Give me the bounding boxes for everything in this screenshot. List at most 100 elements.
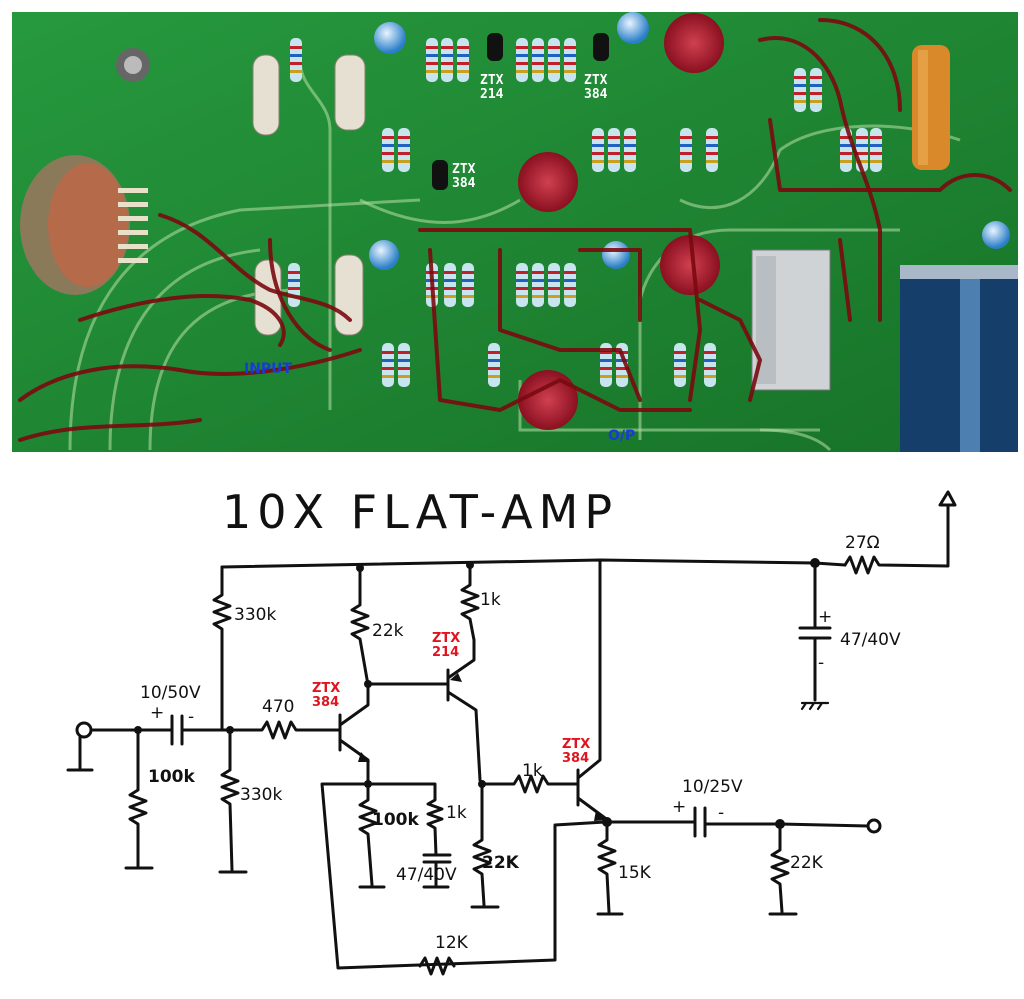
resistor-body (608, 128, 620, 172)
resistors (288, 38, 882, 387)
label-r-in-gnd: 100k (148, 767, 195, 787)
output-terminal (866, 818, 882, 834)
resistor-body (382, 128, 394, 172)
label-r-c1: 22k (372, 621, 404, 641)
resistor-body (441, 38, 453, 82)
disc-capacitors (518, 13, 724, 430)
resistor-bias-bottom (218, 728, 248, 874)
resistor-emitter-q1 (358, 782, 386, 889)
resistor-body (624, 128, 636, 172)
capacitor-output (605, 806, 782, 838)
schematic-title: 10X FLAT-AMP (222, 485, 618, 539)
label-r-bias-top: 330k (234, 605, 276, 625)
pcb-label-output: O/P (608, 428, 635, 444)
capacitor-supply (798, 561, 832, 702)
tantalum-cap-orange (912, 45, 950, 170)
pcb-label-input: INPUT (244, 361, 293, 377)
resistor-body (564, 38, 576, 82)
label-r-e1: 100k (372, 810, 419, 830)
transistor-q2 (446, 638, 482, 782)
resistor-collector-q1 (350, 566, 370, 687)
schematic: 10X FLAT-AMP 27Ω + - 47/40V + - 10/50V 1… (66, 485, 957, 976)
resistor-body (548, 263, 560, 307)
svg-text:+: + (818, 607, 832, 627)
large-electrolytic-cap (900, 265, 1018, 452)
label-r-fb: 12K (435, 933, 469, 953)
pcb-label-ztx384-mid: ZTX 384 (452, 162, 483, 191)
capacitor-emitter (422, 853, 452, 889)
resistor-body (444, 263, 456, 307)
resistor-body (674, 343, 686, 387)
small-electrolytic-caps (369, 12, 1010, 270)
svg-text:-: - (188, 707, 194, 727)
pcb-label-ztx384-top: ZTX 384 (584, 73, 615, 102)
resistor-body (457, 38, 469, 82)
pcb-photo: ZTX 214 ZTX 384 ZTX 384 INPUT O/P (12, 12, 1018, 452)
mounting-screw (116, 48, 150, 82)
resistor-emitter-q1b (366, 782, 444, 857)
label-c-e1: 47/40V (396, 865, 457, 885)
resistor-body (488, 343, 500, 387)
resistor-body (680, 128, 692, 172)
resistor-body (426, 38, 438, 82)
resistor-supply (843, 503, 950, 575)
label-r-bias-bot: 330k (240, 785, 282, 805)
supply-terminal (938, 490, 957, 507)
label-r-supply: 27Ω (845, 533, 880, 553)
svg-text:-: - (718, 803, 724, 823)
resistor-emitter-q3 (596, 820, 624, 916)
svg-text:-: - (818, 653, 824, 673)
pcb-label-ztx214: ZTX 214 (480, 73, 511, 102)
capacitor-input (158, 714, 232, 746)
resistor-q2-emitter (460, 563, 480, 642)
label-r-base3: 1k (522, 761, 543, 781)
label-r-c2: 1k (480, 590, 501, 610)
resistor-body (704, 343, 716, 387)
resistor-output (768, 822, 798, 916)
transistor-q3 (576, 558, 607, 821)
resistor-feedback (418, 956, 456, 976)
resistor-body (516, 38, 528, 82)
resistor-body (516, 263, 528, 307)
rework-wiring (18, 18, 1012, 442)
transistor-q1 (338, 683, 370, 787)
relay (751, 249, 831, 391)
svg-text:+: + (672, 797, 686, 817)
ground-input (66, 735, 94, 772)
svg-text:+: + (150, 703, 164, 723)
resistor-body (382, 343, 394, 387)
label-r-e1b: 1k (446, 803, 467, 823)
supply-rail (220, 558, 847, 569)
resistor-body (462, 263, 474, 307)
resistor-body (794, 68, 806, 112)
label-r-e3: 15K (618, 863, 652, 883)
resistor-body (548, 38, 560, 82)
resistor-base-q3 (480, 774, 580, 794)
resistor-body (706, 128, 718, 172)
label-c-out: 10/25V (682, 777, 743, 797)
resistor-body (870, 128, 882, 172)
label-r-base: 470 (262, 697, 294, 717)
resistor-body (398, 128, 410, 172)
resistor-body (532, 38, 544, 82)
resistor-input-ground (124, 728, 154, 870)
input-jack (75, 721, 93, 739)
label-c-in: 10/50V (140, 683, 201, 703)
transistors-photo (432, 33, 609, 190)
label-c-supply: 47/40V (840, 630, 901, 650)
label-r-out: 22K (790, 853, 824, 873)
resistor-body (564, 263, 576, 307)
resistor-body (288, 263, 300, 307)
resistor-body (592, 128, 604, 172)
ground-supply (800, 701, 830, 711)
resistor-q2-load (470, 782, 500, 909)
label-r-q2-load: 22K (482, 853, 520, 873)
resistor-body (290, 38, 302, 82)
resistor-base-q1 (228, 720, 342, 740)
resistor-body (810, 68, 822, 112)
resistor-bias-top (212, 565, 232, 732)
